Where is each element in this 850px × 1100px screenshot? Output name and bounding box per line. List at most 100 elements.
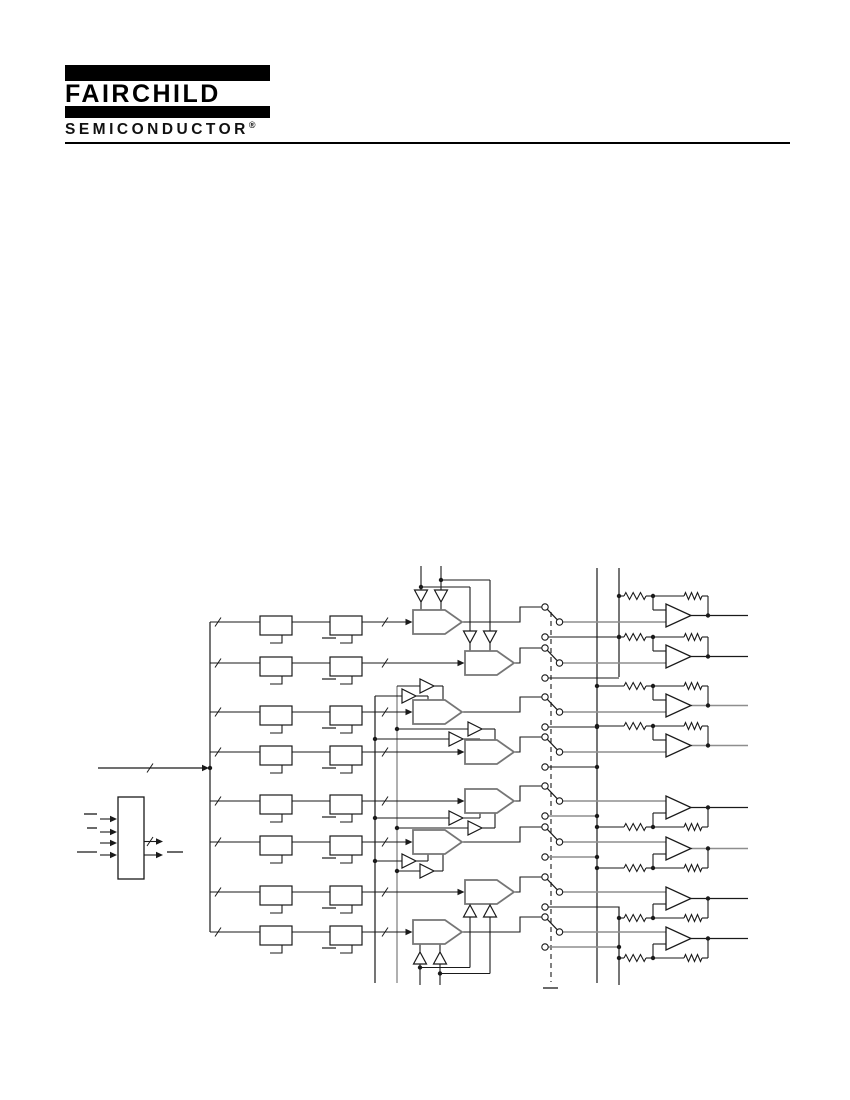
switch-contact: [541, 903, 549, 911]
junction-dot: [705, 805, 711, 810]
arrowhead: [156, 851, 163, 859]
multiplexer: [464, 788, 516, 814]
wire: [462, 826, 542, 843]
resistor-zigzag-icon: [683, 913, 703, 923]
wire: [514, 736, 542, 753]
resistor-zigzag-icon: [683, 632, 703, 642]
buffer-triangle-icon: [401, 853, 418, 869]
buffer-triangle-icon: [401, 688, 418, 704]
arrowhead: [110, 828, 117, 836]
junction-dot: [650, 915, 656, 921]
latch-block: [329, 885, 363, 906]
switch-lever: [546, 698, 558, 711]
switch-contact: [541, 693, 549, 701]
switch-contact: [541, 943, 549, 951]
buffer-triangle-icon: [448, 810, 465, 826]
multiplexer: [464, 879, 516, 905]
switch-contact: [541, 763, 549, 771]
resistor-zigzag-icon: [623, 913, 647, 923]
latch-block: [329, 656, 363, 677]
bus-width-slash: [146, 763, 154, 773]
bus-width-slash: [214, 927, 222, 937]
switch-contact: [555, 618, 564, 626]
latch-clock-tail: [340, 905, 353, 914]
opamp-triangle-icon: [665, 602, 693, 629]
multiplexer: [464, 650, 516, 676]
multiplexer: [464, 739, 516, 765]
buffer-triangle-icon: [467, 721, 484, 737]
arrowhead: [110, 839, 117, 847]
junction-dot: [437, 971, 443, 976]
bus-width-slash: [214, 796, 222, 806]
switch-contact: [541, 913, 549, 921]
switch-lever: [546, 828, 558, 841]
resistor-zigzag-icon: [623, 863, 647, 873]
switch-contact: [541, 873, 549, 881]
switch-contact: [555, 708, 564, 716]
switch-lever: [546, 878, 558, 891]
wire: [462, 696, 542, 713]
resistor-zigzag-icon: [623, 953, 647, 963]
inverter-triangle-icon: [412, 950, 428, 965]
bus-width-slash: [381, 927, 389, 937]
wire: [462, 916, 542, 933]
junction-dot: [705, 743, 711, 748]
arrowhead: [405, 618, 413, 626]
resistor-zigzag-icon: [623, 822, 647, 832]
arrowhead: [110, 815, 117, 823]
wire: [514, 785, 542, 802]
switch-lever: [546, 787, 558, 800]
junction-dot: [650, 865, 656, 871]
latch-block: [259, 885, 293, 906]
buffer-triangle-icon: [419, 678, 436, 694]
opamp-triangle-icon: [665, 732, 693, 759]
latch-block: [329, 835, 363, 856]
latch-block: [329, 925, 363, 946]
junction-dot: [705, 703, 711, 708]
components-layer: [117, 589, 693, 965]
bus-width-slash: [214, 707, 222, 717]
bus-width-slash: [214, 837, 222, 847]
junction-dot: [394, 825, 400, 831]
junction-dot: [616, 593, 622, 599]
resistor-zigzag-icon: [623, 632, 647, 642]
inverter-triangle-icon: [482, 903, 498, 918]
bus-width-slash: [381, 837, 389, 847]
inverter-triangle-icon: [462, 630, 478, 645]
arrowhead: [457, 797, 465, 805]
junction-dot: [616, 944, 622, 950]
latch-clock-tail: [340, 855, 353, 864]
latch-block: [329, 794, 363, 815]
resistor-zigzag-icon: [683, 953, 703, 963]
switch-contact: [555, 888, 564, 896]
switch-contact: [541, 723, 549, 731]
bus-width-slash: [381, 707, 389, 717]
switch-contact: [541, 782, 549, 790]
control-decoder-block: [117, 796, 145, 880]
bus-width-slash: [381, 796, 389, 806]
bus-width-slash: [214, 747, 222, 757]
arrowhead: [405, 708, 413, 716]
junction-dot: [705, 654, 711, 659]
arrowhead: [405, 838, 413, 846]
junction-dot: [650, 955, 656, 961]
latch-block: [259, 745, 293, 766]
resistor-zigzag-icon: [683, 863, 703, 873]
junction-dot: [650, 634, 656, 640]
inverter-triangle-icon: [433, 589, 449, 604]
markers-layer: [110, 577, 711, 976]
bus-width-slash: [214, 887, 222, 897]
junction-dot: [207, 765, 213, 771]
junction-dot: [594, 813, 600, 819]
junction-dot: [594, 824, 600, 830]
switch-contact: [555, 659, 564, 667]
switch-contact: [555, 928, 564, 936]
arrowhead: [457, 888, 465, 896]
latch-block: [259, 925, 293, 946]
junction-dot: [616, 915, 622, 921]
junction-dot: [394, 726, 400, 732]
switch-lever: [546, 608, 558, 621]
latch-clock-tail: [270, 814, 283, 823]
latch-clock-tail: [340, 814, 353, 823]
